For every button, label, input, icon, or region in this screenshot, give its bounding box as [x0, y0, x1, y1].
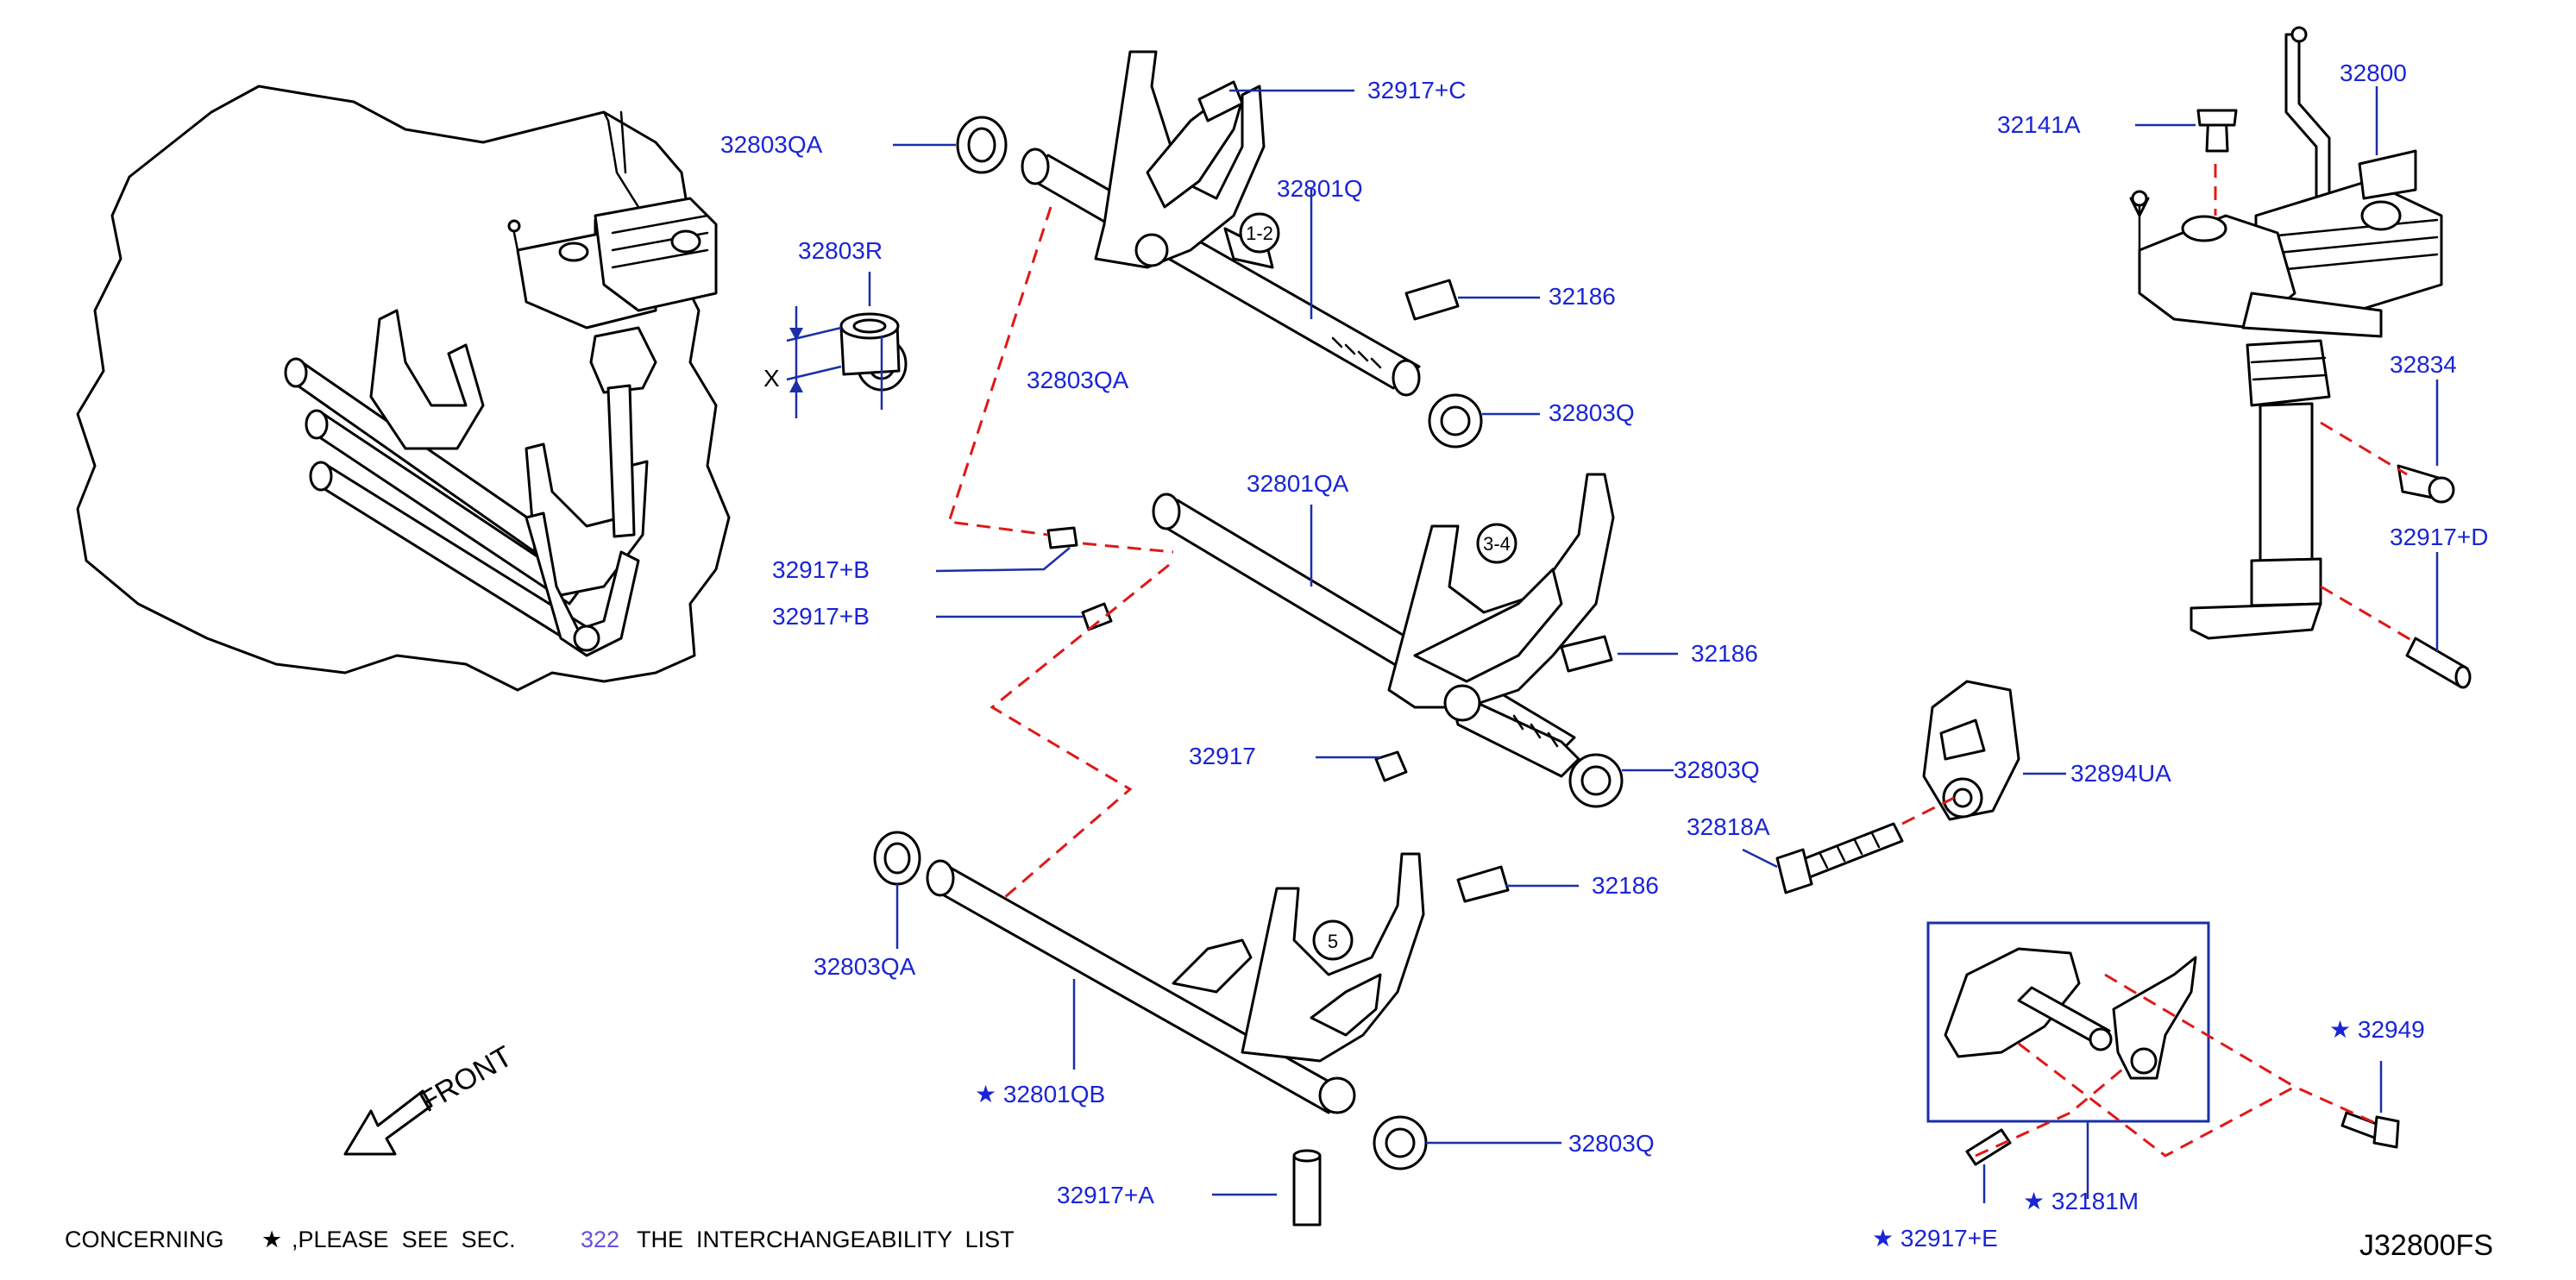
part-label-32186-2: 32186	[1691, 640, 1758, 667]
part-label-32917c: 32917+C	[1367, 77, 1466, 104]
part-label-32894ua: 32894UA	[2070, 760, 2171, 787]
part-labels: 32803QA 32917+C 32801Q 32803R 32186 3280…	[720, 60, 2488, 1252]
part-label-32803qa-top: 32803QA	[720, 131, 823, 158]
gate-plate-box	[1926, 921, 2210, 1123]
footer-note: CONCERNING ★ ,PLEASE SEE SEC. 322 THE IN…	[65, 1227, 1015, 1252]
alignment-lines	[947, 164, 2416, 1158]
part-label-32186-3: 32186	[1592, 872, 1659, 899]
part-label-32818a: 32818A	[1687, 813, 1770, 840]
part-label-32800: 32800	[2340, 60, 2407, 86]
part-label-32801q: 32801Q	[1277, 175, 1363, 202]
footer-middle: ,PLEASE SEE SEC.	[292, 1227, 516, 1252]
small-parts-illustrations	[839, 80, 1624, 1227]
part-label-32801qb: ★ 32801QB	[975, 1081, 1105, 1107]
part-label-32917b-2: 32917+B	[772, 603, 870, 630]
part-label-32917b-1: 32917+B	[772, 556, 870, 583]
part-label-32917a: 32917+A	[1057, 1182, 1154, 1208]
diagram-code: J32800FS	[2359, 1229, 2493, 1262]
footer-suffix: THE INTERCHANGEABILITY LIST	[637, 1227, 1015, 1252]
selector-3-4-label: 3-4	[1483, 533, 1511, 555]
front-label: FRONT	[414, 1039, 518, 1118]
part-label-32949: ★ 32949	[2329, 1016, 2425, 1043]
dimension-x-label: X	[763, 365, 780, 392]
part-label-32803q-3: 32803Q	[1568, 1130, 1655, 1157]
part-label-32917e: ★ 32917+E	[1872, 1225, 1998, 1252]
part-label-32186-1: 32186	[1549, 283, 1616, 310]
footer-prefix: CONCERNING	[65, 1227, 224, 1252]
shift-rod-3-4-illustration	[1152, 473, 1615, 778]
part-label-32834: 32834	[2390, 351, 2457, 378]
selector-5: 5	[1312, 919, 1354, 961]
transmission-case-illustration	[76, 85, 731, 692]
selector-1-2: 1-2	[1239, 212, 1280, 254]
interlock-bracket-illustration	[1775, 680, 2020, 894]
shift-rod-1-2-illustration	[1021, 50, 1421, 397]
selector-3-4: 3-4	[1476, 523, 1517, 564]
front-indicator: FRONT	[343, 1039, 518, 1156]
part-label-32141a: 32141A	[1997, 111, 2081, 138]
part-label-32917: 32917	[1189, 743, 1256, 769]
part-label-32803q-2: 32803Q	[1674, 756, 1760, 783]
part-label-32801qa: 32801QA	[1247, 470, 1349, 497]
part-label-32181m: ★ 32181M	[2023, 1188, 2139, 1214]
part-label-32803r: 32803R	[798, 237, 883, 264]
part-label-32917d: 32917+D	[2390, 524, 2488, 550]
dimension-x: X	[763, 306, 842, 418]
part-label-32803qa-mid: 32803QA	[1027, 367, 1129, 393]
selector-1-2-label: 1-2	[1246, 223, 1273, 244]
part-label-32803qa-low: 32803QA	[814, 953, 916, 980]
leader-lines	[868, 86, 2439, 1203]
footer-star: ★	[261, 1227, 282, 1252]
shift-lever-assembly-illustration	[2129, 26, 2472, 689]
selector-5-label: 5	[1328, 931, 1338, 952]
footer-section-ref: 322	[581, 1227, 619, 1252]
shift-rod-5-illustration	[926, 852, 1425, 1114]
part-label-32803q-1: 32803Q	[1549, 399, 1635, 426]
